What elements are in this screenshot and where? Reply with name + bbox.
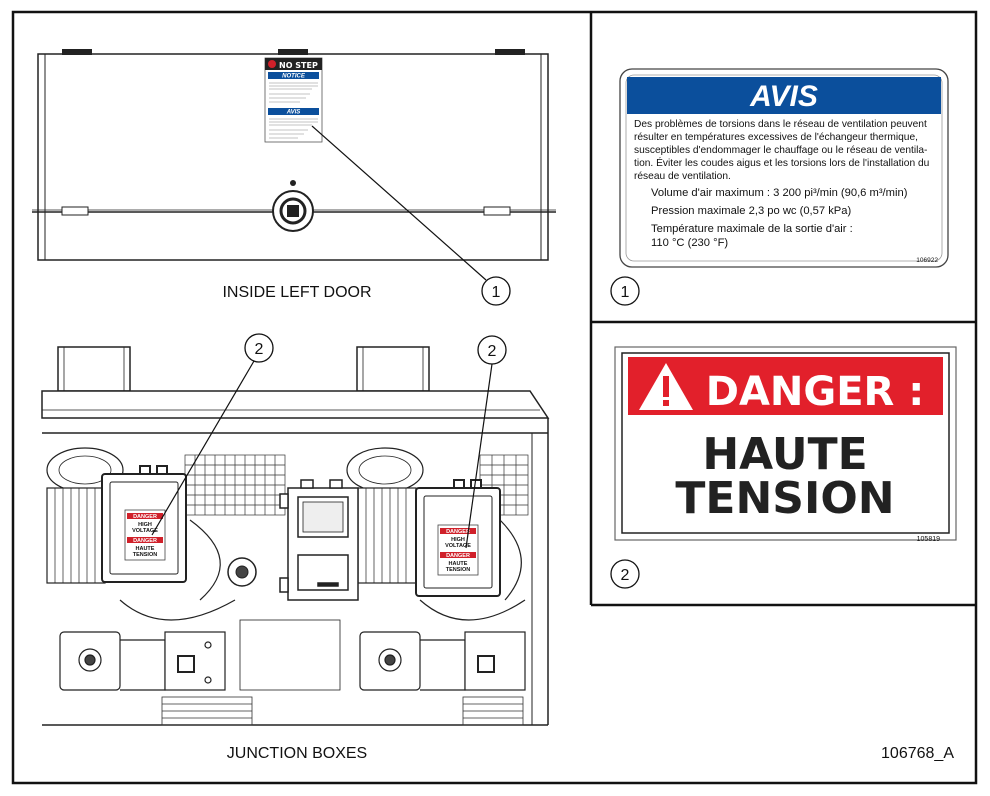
cabinet-top — [41, 390, 550, 419]
junction-boxes-drawing — [41, 346, 550, 726]
danger-label-inner-border — [621, 352, 950, 534]
blower-right — [346, 447, 526, 621]
leader-line-2-left — [151, 360, 255, 536]
inside-left-door-drawing: NO STEP NOTICE AVIS — [32, 49, 556, 281]
duct — [57, 346, 131, 392]
door-screw — [290, 180, 296, 186]
mini-haute: HAUTE — [136, 546, 155, 552]
mini-danger-word: DANGER — [446, 553, 470, 559]
bottom-vents — [161, 696, 524, 726]
avis-title: AVIS — [749, 80, 818, 113]
callout-2-right — [477, 335, 507, 365]
door-hinge-tab — [278, 49, 308, 55]
mini-danger-word: DANGER — [133, 514, 157, 520]
door-caption: INSIDE LEFT DOOR — [222, 284, 371, 301]
door-hinge-tab — [62, 49, 92, 55]
outer-frame — [11, 10, 978, 785]
no-step-banner — [265, 58, 322, 70]
leader-line-1 — [311, 125, 487, 281]
callout-2-label-number: 2 — [621, 567, 630, 584]
avis-spec-pressure: Pression maximale 2,3 po wc (0,57 kPa) — [651, 205, 851, 217]
avis-spec-temp-line2: 110 °C (230 °F) — [651, 237, 728, 249]
mini-voltage: VOLTAGE — [445, 543, 471, 549]
avis-paragraph-line: tion. Éviter les coudes aigus et les tor… — [634, 156, 929, 169]
notice-text-lines — [269, 82, 318, 103]
avis-title-banner — [627, 77, 941, 114]
danger-line2: TENSION — [675, 473, 894, 524]
bottom-components — [59, 619, 526, 691]
callout-1-door-number: 1 — [492, 284, 501, 301]
duct — [356, 346, 430, 392]
mini-label-sheet — [264, 57, 323, 143]
mini-danger-word: DANGER — [446, 529, 470, 535]
door-hinge-tab — [495, 49, 525, 55]
vent-grid — [184, 454, 529, 516]
junction-box-left-label: DANGER HIGH VOLTAGE DANGER HAUTE TENSION — [124, 509, 166, 561]
avis-part-number: 106922 — [916, 257, 938, 264]
mini-tension: TENSION — [133, 552, 157, 558]
control-unit — [279, 479, 359, 601]
avis-paragraph-line: réseau de ventilation. — [634, 171, 731, 182]
mini-danger-banner — [127, 513, 163, 519]
rod-guide — [61, 206, 89, 216]
avis-paragraph-line: Des problèmes de torsions dans le réseau… — [634, 119, 927, 130]
avis-banner-mini — [268, 108, 319, 115]
mini-haute: HAUTE — [449, 561, 468, 567]
avis-paragraph-line: susceptibles d'endommager le chauffage o… — [634, 145, 927, 156]
figure-id: 106768_A — [881, 745, 954, 762]
notice-title: NOTICE — [282, 74, 306, 80]
notice-banner — [268, 72, 319, 79]
leader-line-2-right — [465, 363, 493, 549]
danger-part-number: 105819 — [917, 536, 940, 543]
warning-triangle-icon — [639, 363, 693, 410]
mini-voltage: VOLTAGE — [132, 528, 158, 534]
avis-label-inner — [625, 74, 943, 262]
callout-2-left — [244, 333, 274, 363]
danger-line1: HAUTE — [702, 429, 867, 480]
avis-text-lines-mini — [269, 118, 318, 139]
rod-guide — [483, 206, 511, 216]
mini-tension: TENSION — [446, 567, 470, 573]
center-hub-core — [235, 565, 249, 579]
danger-label: DANGER : HAUTE TENSION 105819 — [614, 346, 957, 543]
junction-caption: JUNCTION BOXES — [227, 745, 367, 762]
avis-spec-temp-line1: Température maximale de la sortie d'air … — [651, 223, 853, 235]
door-mini-labels: NO STEP NOTICE AVIS — [264, 57, 323, 143]
no-step-title: NO STEP — [279, 61, 318, 70]
avis-spec-airflow: Volume d'air maximum : 3 200 pi³/min (90… — [651, 187, 908, 199]
callout-2-left-number: 2 — [255, 341, 264, 358]
callout-2-label — [610, 559, 640, 589]
avis-title-mini: AVIS — [286, 110, 301, 116]
mini-danger-banner — [440, 552, 476, 558]
avis-paragraph-line: résulter en températures excessives de l… — [634, 132, 918, 143]
danger-header-text: DANGER : — [706, 369, 925, 415]
avis-label: AVIS Des problèmes de torsions dans le r… — [619, 68, 949, 268]
callout-1-label — [610, 276, 640, 306]
mini-danger-word: DANGER — [133, 538, 157, 544]
mini-danger-banner — [127, 537, 163, 543]
callout-2-right-number: 2 — [488, 343, 497, 360]
junction-box-right-label: DANGER HIGH VOLTAGE DANGER HAUTE TENSION — [437, 524, 479, 576]
no-step-icon — [268, 60, 276, 68]
callout-1-door — [481, 276, 511, 306]
mini-danger-banner — [440, 528, 476, 534]
mini-high: HIGH — [138, 522, 152, 528]
door-handle-core — [287, 205, 299, 217]
avis-label-outline — [619, 68, 949, 268]
callout-1-label-number: 1 — [621, 284, 630, 301]
mini-high: HIGH — [451, 537, 465, 543]
